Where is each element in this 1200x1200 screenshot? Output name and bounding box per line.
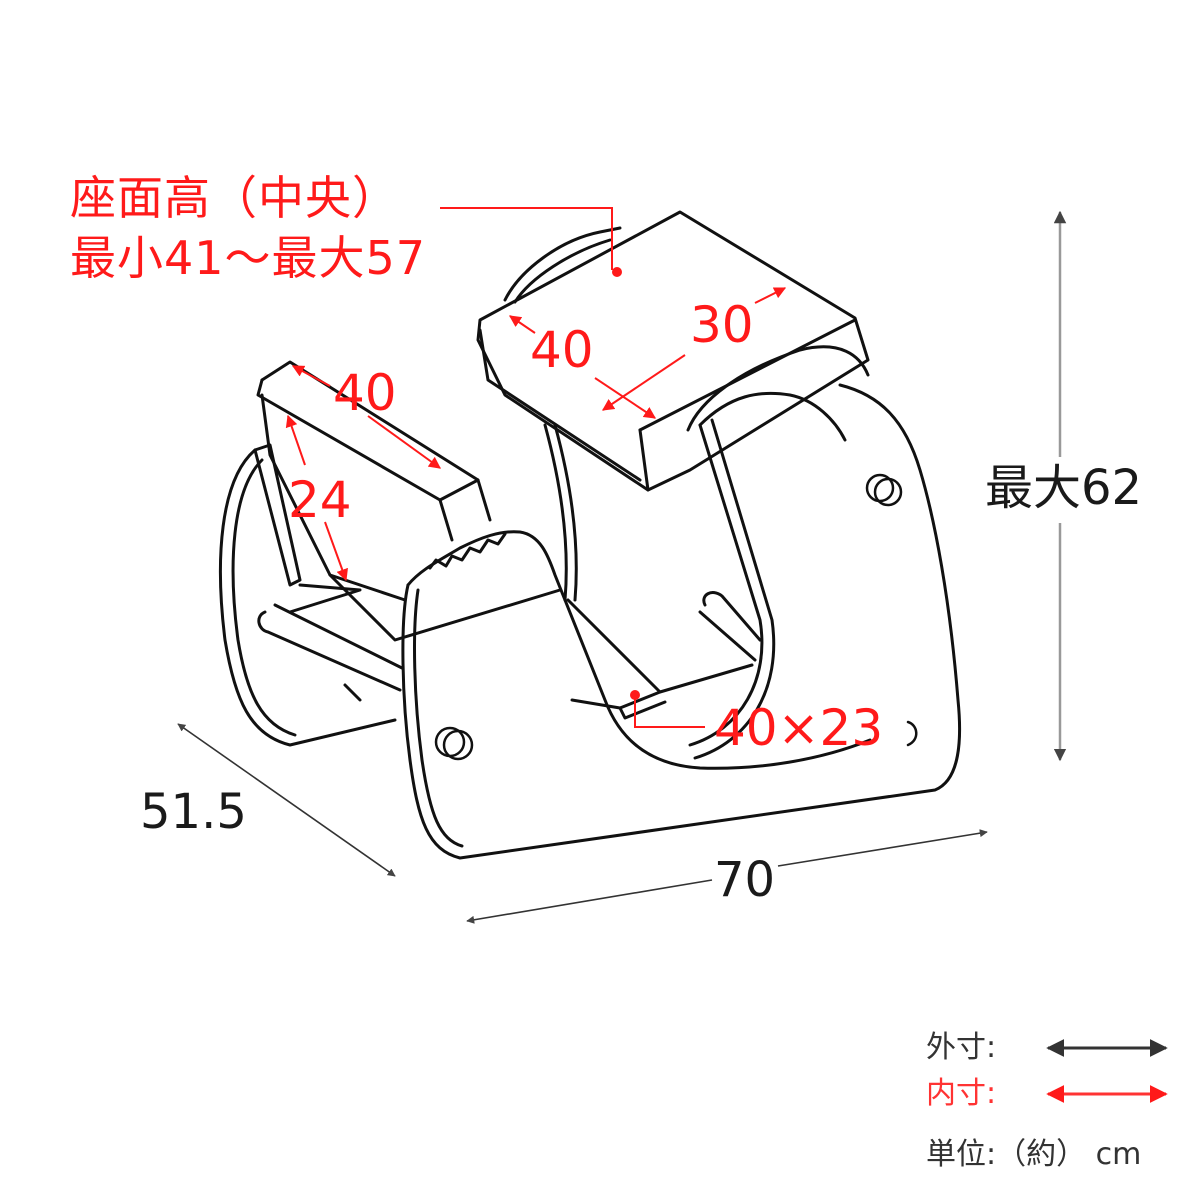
outer-dimension-lines xyxy=(177,723,988,924)
legend-outer-label: 外寸: xyxy=(926,1030,997,1065)
bolt-icons xyxy=(434,473,918,761)
legend-unit-label: 単位:（約） cm xyxy=(926,1137,1142,1172)
knee-bracket xyxy=(328,573,562,702)
seat-height-range: 最小41～最大57 xyxy=(70,231,427,285)
kneepad-width-label: 40 xyxy=(333,364,397,422)
overall-width-label: 70 xyxy=(714,852,776,908)
front-side-panel xyxy=(401,383,962,860)
seat-height-title: 座面高（中央） xyxy=(70,171,399,225)
legend-inner-label: 内寸: xyxy=(926,1076,997,1111)
rear-rod xyxy=(257,603,404,692)
footrest-size-label: 40×23 xyxy=(714,699,884,757)
legend-arrows xyxy=(1046,1039,1168,1103)
seat-support xyxy=(543,345,870,760)
kneepad-depth-label: 24 xyxy=(288,471,352,529)
seat-width-label: 30 xyxy=(690,296,754,354)
overall-depth-label: 51.5 xyxy=(140,784,247,840)
footrest-plate xyxy=(566,598,754,720)
front-rod xyxy=(698,591,762,662)
overall-height-label: 最大62 xyxy=(985,460,1143,516)
seat-depth-label: 40 xyxy=(530,321,594,379)
seat-cushion xyxy=(476,210,870,492)
inner-dimension-lines xyxy=(285,207,787,728)
knee-pad xyxy=(256,360,492,614)
